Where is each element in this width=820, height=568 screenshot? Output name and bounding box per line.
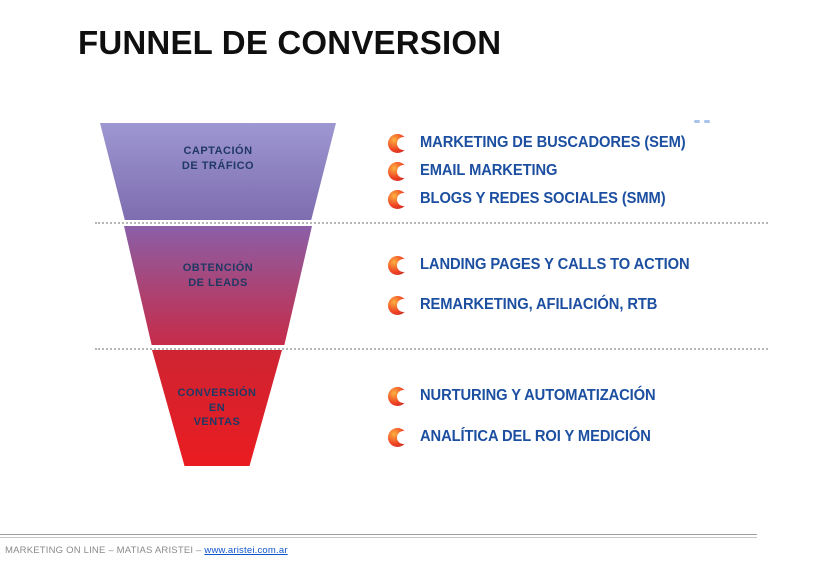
bullet-label: MARKETING DE BUSCADORES (SEM) [420, 134, 686, 151]
swoosh-icon [388, 133, 410, 153]
swoosh-icon [388, 161, 410, 181]
swoosh-icon [388, 295, 410, 315]
footer-text: MARKETING ON LINE – MATIAS ARISTEI – www… [5, 545, 288, 556]
stray-mark [694, 110, 714, 128]
swoosh-icon [388, 189, 410, 209]
bullet-item: BLOGS Y REDES SOCIALES (SMM) [388, 188, 709, 210]
footer-rule-bottom [0, 537, 757, 538]
bullet-label: ANALÍTICA DEL ROI Y MEDICIÓN [420, 428, 651, 445]
stage-label-line: CAPTACIÓN [183, 144, 253, 157]
bullet-label: EMAIL MARKETING [420, 162, 558, 179]
bullet-label: REMARKETING, AFILIACIÓN, RTB [420, 296, 658, 313]
swoosh-icon [388, 255, 410, 275]
bullet-item: MARKETING DE BUSCADORES (SEM) [388, 132, 709, 154]
funnel-stage-ventas: CONVERSIÓN EN VENTAS [152, 350, 282, 466]
bullet-item: ANALÍTICA DEL ROI Y MEDICIÓN [388, 426, 676, 448]
swoosh-icon [388, 386, 410, 406]
bullet-label: LANDING PAGES Y CALLS TO ACTION [420, 256, 690, 273]
bullet-group-ventas: NURTURING Y AUTOMATIZACIÓN ANALÍTICA DEL… [388, 385, 676, 448]
stage-label-line: CONVERSIÓN [177, 386, 257, 399]
footer-credit: MARKETING ON LINE – MATIAS ARISTEI – [5, 545, 205, 556]
bullet-item: EMAIL MARKETING [388, 160, 709, 182]
swoosh-icon [388, 427, 410, 447]
funnel-stage-captacion: CAPTACIÓN DE TRÁFICO [100, 123, 336, 220]
funnel-stage-leads: OBTENCIÓN DE LEADS [124, 226, 312, 345]
stage-label-line: EN [208, 401, 226, 414]
footer-link[interactable]: www.aristei.com.ar [204, 545, 288, 556]
stage-label-line: DE TRÁFICO [181, 159, 255, 172]
stage-label-line: OBTENCIÓN [182, 261, 254, 274]
stage-label-line: VENTAS [193, 416, 241, 429]
bullet-label: NURTURING Y AUTOMATIZACIÓN [420, 387, 656, 404]
stage-label-line: DE LEADS [188, 276, 248, 289]
footer-rule-top [0, 534, 757, 535]
dotted-separator-2 [95, 348, 768, 350]
bullet-group-trafico: MARKETING DE BUSCADORES (SEM) EMAIL MARK… [388, 132, 709, 210]
bullet-item: NURTURING Y AUTOMATIZACIÓN [388, 385, 676, 407]
bullet-item: REMARKETING, AFILIACIÓN, RTB [388, 294, 713, 316]
dotted-separator-1 [95, 222, 768, 224]
bullet-item: LANDING PAGES Y CALLS TO ACTION [388, 254, 713, 276]
page-title: FUNNEL DE CONVERSION [78, 24, 502, 61]
bullet-group-leads: LANDING PAGES Y CALLS TO ACTION REMARKET… [388, 254, 713, 316]
bullet-label: BLOGS Y REDES SOCIALES (SMM) [420, 190, 666, 207]
